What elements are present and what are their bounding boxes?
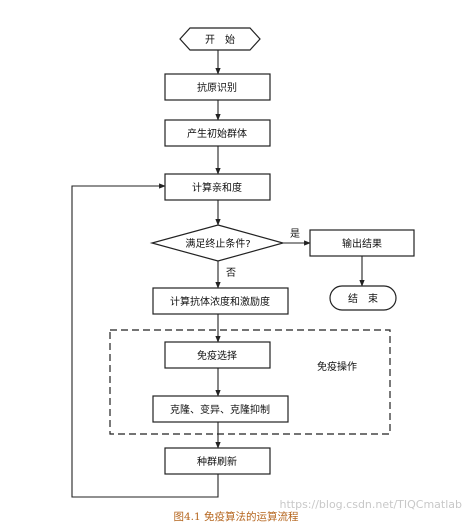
end-label: 结 束 xyxy=(348,292,378,305)
antigen-recognition-label: 抗原识别 xyxy=(197,81,237,94)
refresh-label: 种群刷新 xyxy=(197,455,237,468)
antigen-recognition-box xyxy=(164,73,271,101)
start-label: 开 始 xyxy=(205,33,235,46)
init-population-label: 产生初始群体 xyxy=(187,127,247,140)
output-label: 输出结果 xyxy=(342,237,382,250)
clone-ops-label: 克隆、变异、克隆抑制 xyxy=(170,403,270,416)
no-label: 否 xyxy=(226,267,236,279)
refresh-box xyxy=(164,447,271,475)
condition-label: 满足终止条件? xyxy=(185,237,250,250)
affinity-label: 计算亲和度 xyxy=(192,181,242,194)
start-node xyxy=(179,27,261,51)
immune-operation-label: 免疫操作 xyxy=(317,360,357,373)
end-node xyxy=(329,285,397,311)
immune-select-label: 免疫选择 xyxy=(197,349,237,362)
loop-back-arrow xyxy=(71,183,219,498)
immune-operation-region xyxy=(109,329,391,435)
concentration-label: 计算抗体浓度和激励度 xyxy=(170,295,270,308)
immune-select-box xyxy=(164,341,271,369)
watermark: https://blog.csdn.net/TIQCmatlab xyxy=(279,498,462,511)
clone-ops-box xyxy=(152,395,289,423)
init-population-box xyxy=(164,119,271,147)
concentration-box xyxy=(152,287,289,315)
output-box xyxy=(309,229,415,257)
yes-label: 是 xyxy=(290,228,300,240)
figure-caption: 图4.1 免疫算法的运算流程 xyxy=(173,510,299,523)
